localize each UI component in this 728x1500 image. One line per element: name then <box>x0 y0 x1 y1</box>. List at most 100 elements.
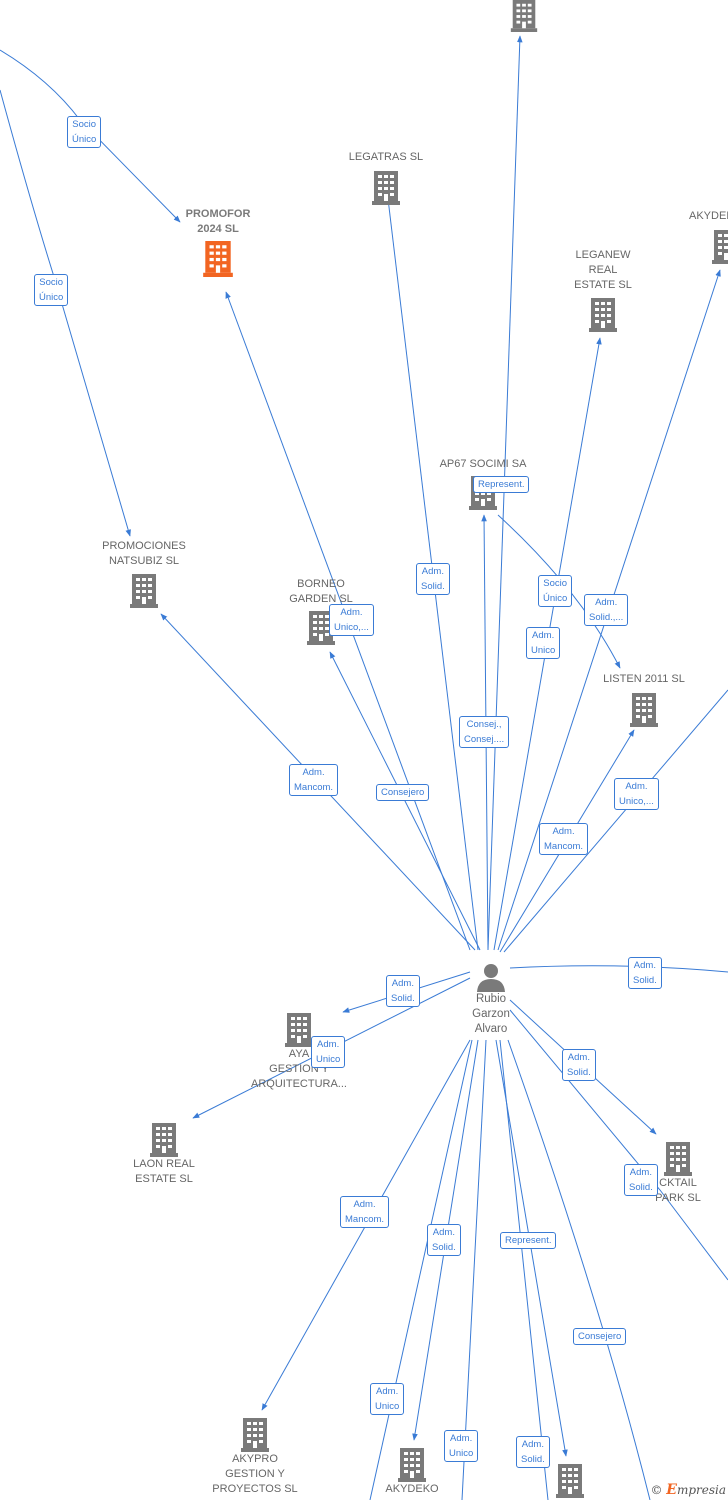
company-node-listen[interactable]: LISTEN 2011 SL <box>596 672 692 727</box>
relation-tag[interactable]: Adm. Unico <box>311 1036 346 1068</box>
relation-label: Adm. <box>633 960 656 971</box>
company-label: CKTAIL <box>659 1177 697 1189</box>
relation-label: Solid.,... <box>589 612 624 623</box>
company-label: ESTATE SL <box>574 279 632 291</box>
company-label: PARK SL <box>655 1192 701 1204</box>
relation-label: Único <box>543 593 568 604</box>
relation-label: Unico <box>316 1054 341 1065</box>
edge <box>499 1039 549 1500</box>
company-node-legatras[interactable]: LEGATRAS SL <box>336 150 436 205</box>
person-node[interactable]: Rubio Garzon Alvaro <box>462 962 520 1037</box>
company-node-promofor[interactable]: PROMOFOR 2024 SL <box>168 207 268 277</box>
company-node-laon[interactable]: LAON REAL ESTATE SL <box>116 1123 212 1187</box>
company-label: ESTATE SL <box>135 1173 193 1185</box>
building-icon <box>664 1142 692 1176</box>
edge <box>503 689 728 953</box>
relation-label: Solid. <box>521 1454 545 1465</box>
relation-label: Adm. <box>567 1052 590 1063</box>
relation-label: Adm. <box>421 566 444 577</box>
relation-tag[interactable]: Adm.Unico,... <box>329 604 374 636</box>
company-label: LAON REAL <box>133 1158 195 1170</box>
brand-name: mpresia <box>676 1483 726 1497</box>
company-label: 2024 SL <box>197 223 239 235</box>
edge <box>329 651 481 951</box>
relation-label: Socio <box>543 578 568 589</box>
relation-tag[interactable]: Adm.Solid. <box>516 1436 550 1468</box>
building-icon <box>285 1013 313 1047</box>
relation-tag[interactable]: Represent. <box>473 476 530 493</box>
relation-label: Adm. <box>625 781 648 792</box>
relation-label: Adm. <box>552 826 575 837</box>
edge <box>0 89 131 537</box>
empresia-watermark: © Empresia <box>650 1482 726 1498</box>
company-node-akydeko[interactable]: AKYDEKO <box>372 1448 452 1497</box>
company-node-bottom-unnamed[interactable] <box>554 1464 586 1498</box>
relation-label: Único <box>72 134 97 145</box>
company-label: ARQUITECTURA... <box>251 1078 347 1090</box>
relation-label: Consej., <box>466 719 502 730</box>
relation-tag[interactable]: Adm.Mancom. <box>289 764 339 796</box>
relation-tag[interactable]: Adm.Solid. <box>624 1164 658 1196</box>
company-node-leganew[interactable]: LEGANEW REAL ESTATE SL <box>556 248 650 332</box>
person-name: Alvaro <box>474 1023 508 1035</box>
relation-tag[interactable]: Adm. Solid.,... <box>584 594 629 626</box>
relation-label: Mancom. <box>345 1214 385 1225</box>
edge <box>509 965 728 973</box>
relation-tag[interactable]: Adm.Mancom. <box>539 823 589 855</box>
relation-label: Adm. <box>376 1386 399 1397</box>
relation-label: Adm. <box>317 1039 340 1050</box>
edge <box>369 1039 473 1500</box>
relation-tag[interactable]: Adm.Solid. <box>628 957 662 989</box>
relation-label: Consejero <box>578 1331 622 1342</box>
company-label: LISTEN 2011 SL <box>603 673 685 685</box>
relation-tag[interactable]: Adm. Unico,... <box>614 778 659 810</box>
company-node-akydeko-top[interactable]: AKYDEI <box>686 209 728 264</box>
copyright-symbol: © <box>650 1483 663 1497</box>
company-label: REAL <box>588 264 618 276</box>
person-name: Garzon <box>472 1008 510 1020</box>
company-node-top-unnamed[interactable] <box>508 0 540 32</box>
relation-tag[interactable]: Adm.Solid. <box>416 563 450 595</box>
person-name: Rubio <box>475 993 507 1005</box>
relation-label: Adm. <box>432 1227 455 1238</box>
relation-label: Unico <box>449 1448 474 1459</box>
relation-tag[interactable]: Adm.Unico <box>370 1383 405 1415</box>
company-label: LEGANEW <box>575 249 631 261</box>
company-label: LEGATRAS SL <box>348 151 424 163</box>
relation-tag[interactable]: Adm.Solid. <box>562 1049 596 1081</box>
relation-tag[interactable]: Consejero <box>376 784 430 801</box>
edge <box>507 1039 651 1500</box>
relation-tag[interactable]: Adm.Solid. <box>427 1224 461 1256</box>
relation-label: Solid. <box>391 993 415 1004</box>
relation-label: Adm. <box>450 1433 473 1444</box>
relation-label: Adm. <box>340 607 363 618</box>
relation-label: Adm. <box>353 1199 376 1210</box>
relation-tag[interactable]: Adm.Solid. <box>386 975 420 1007</box>
relation-tag[interactable]: Consejero <box>573 1328 627 1345</box>
relation-tag[interactable]: Adm. Mancom. <box>340 1196 390 1228</box>
building-icon <box>510 0 538 32</box>
company-node-cocktail[interactable]: CKTAIL PARK SL <box>648 1142 708 1206</box>
company-label: AP67 SOCIMI SA <box>439 458 527 470</box>
relation-label: Unico <box>531 645 556 656</box>
relation-label: Unico,... <box>619 796 654 807</box>
relation-tag[interactable]: Adm. Unico <box>444 1430 479 1462</box>
edge <box>509 1009 728 1281</box>
building-icon <box>150 1123 178 1157</box>
relation-tag[interactable]: Represent. <box>500 1232 557 1249</box>
company-node-promociones[interactable]: PROMOCIONES NATSUBIZ SL <box>94 539 194 608</box>
company-label: AKYDEKO <box>385 1483 439 1495</box>
building-icon <box>398 1448 426 1482</box>
relation-tag[interactable]: Consej.,Consej.... <box>459 716 510 748</box>
company-node-akypro[interactable]: AKYPRO GESTION Y PROYECTOS SL <box>200 1418 310 1497</box>
person-icon <box>477 964 505 992</box>
relation-tag[interactable]: Adm.Unico <box>526 627 561 659</box>
company-node-borneo[interactable]: BORNEO GARDEN SL <box>278 577 364 645</box>
company-node-ap67[interactable]: AP67 SOCIMI SA <box>430 457 536 510</box>
company-label: NATSUBIZ SL <box>108 555 180 567</box>
relation-label: Adm. <box>595 597 618 608</box>
